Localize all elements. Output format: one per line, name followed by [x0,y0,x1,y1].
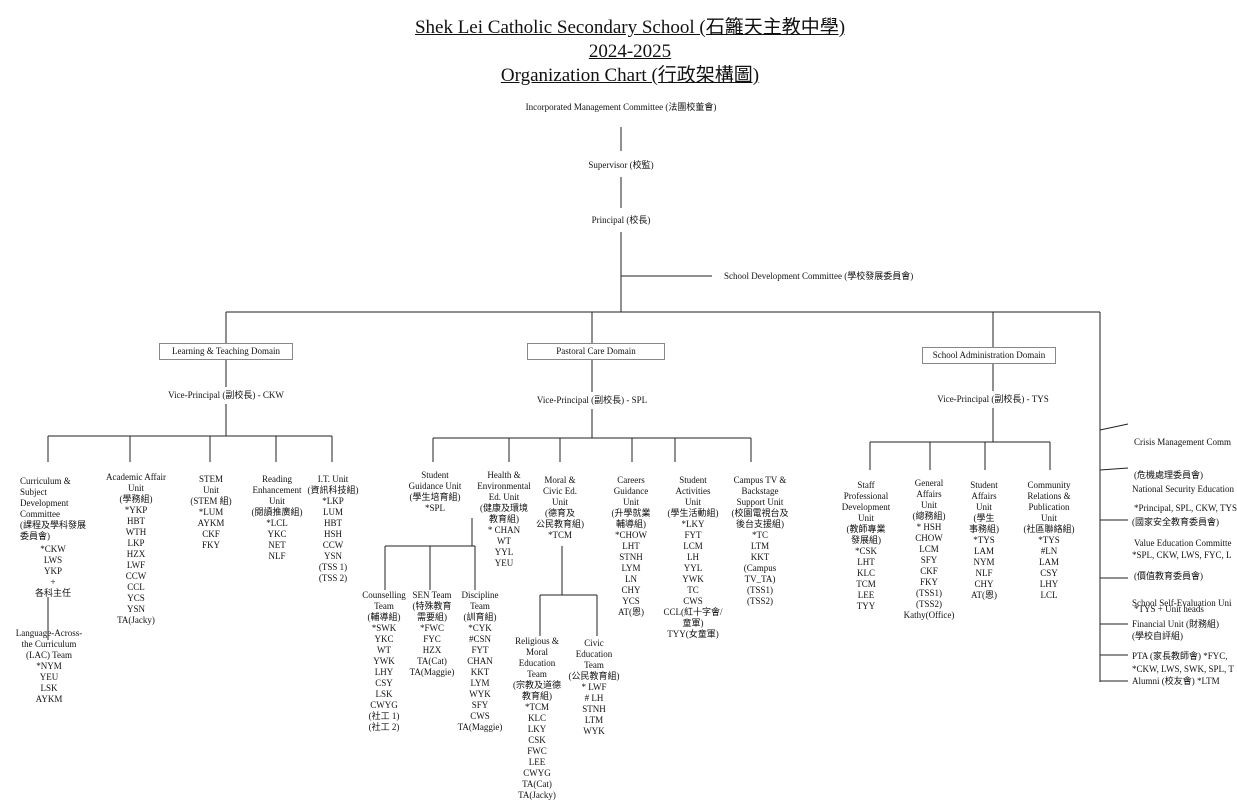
unit-careers: Careers Guidance Unit (升學就業 輔導組) *CHOW L… [611,475,651,617]
team-counselling: Counselling Team (輔導組) *SWK YKC WT YWK L… [362,590,406,732]
unit-guidance: Student Guidance Unit (學生培育組) *SPL [408,470,462,513]
unit-staff-development: Staff Professional Development Unit (教師專… [841,480,891,611]
unit-academic: Academic Affair Unit (學務組) *YKP HBT WTH … [105,472,167,625]
vp-pastoral: Vice-Principal (副校長) - SPL [536,395,648,405]
unit-general-affairs: General Affairs Unit (總務組) * HSH CHOW LC… [903,478,955,620]
unit-activities: Student Activities Unit (學生活動組) *LKY FYT… [663,475,723,639]
domain-admin: School Administration Domain [922,347,1056,364]
imc-node: Incorporated Management Committee (法團校董會… [525,102,717,112]
committee-national-security: National Security Education (國家安全教育委員會) … [1132,484,1234,560]
unit-student-affairs: Student Affairs Unit (學生 事務組) *TYS LAM N… [969,480,999,600]
unit-health: Health & Environmental Ed. Unit (健康及環境 教… [477,470,531,568]
team-discipline: Discipline Team (訓育組) *CYK #CSN FYT CHAN… [457,590,503,732]
principal-node: Principal (校長) [591,215,651,225]
unit-it: I.T. Unit (資訊科技組) *LKP LUM HBT HSH CCW Y… [307,474,359,583]
domain-pastoral: Pastoral Care Domain [527,343,665,360]
chart-title-org: Organization Chart (行政架構圖) [500,65,760,86]
sdc-node: School Development Committee (學校發展委員會) [724,271,914,281]
domain-learning: Learning & Teaching Domain [159,343,293,360]
committee-pta: PTA (家長教師會) *FYC, [1132,651,1228,661]
committee-self-evaluation: School Self-Evaluation Uni (學校自評組) *CKW,… [1132,598,1234,674]
unit-curriculum-members: *CKW LWS YKP + 各科主任 [34,544,71,598]
vp-learning: Vice-Principal (副校長) - CKW [168,390,284,400]
unit-campustv: Campus TV & Backstage Support Unit (校園電視… [731,475,789,606]
committee-crisis: Crisis Management Comm (危機處理委員會) *Princi… [1134,437,1237,513]
unit-community: Community Relations & Publication Unit (… [1023,480,1075,600]
unit-curriculum: Curriculum & Subject Development Committ… [20,476,86,541]
team-sen: SEN Team (特殊教育 需要組) *FWC FYC HZX TA(Cat)… [409,590,455,677]
unit-stem: STEM Unit (STEM 組) *LUM AYKM CKF FKY [190,474,232,550]
team-civic: Civic Education Team (公民教育組) * LWF # LH … [568,638,620,736]
supervisor-node: Supervisor (校監) [588,160,654,170]
team-religious: Religious & Moral Education Team (宗教及道德 … [513,636,561,800]
team-lac: Language-Across- the Curriculum (LAC) Te… [15,628,83,704]
chart-title-year: 2024-2025 [588,41,672,62]
chart-title-school: Shek Lei Catholic Secondary School (石籬天主… [414,17,846,38]
committee-financial: Financial Unit (財務組) [1132,619,1219,629]
committee-alumni: Alumni (校友會) *LTM [1132,676,1220,686]
committee-value-education: Value Education Committe (價值教育委員會) *TYS … [1134,538,1232,614]
unit-reading: Reading Enhancement Unit (閱讀推廣組) *LCL YK… [251,474,303,561]
unit-moral: Moral & Civic Ed. Unit (德育及 公民教育組) *TCM [536,475,584,540]
vp-admin: Vice-Principal (副校長) - TYS [937,394,1049,404]
